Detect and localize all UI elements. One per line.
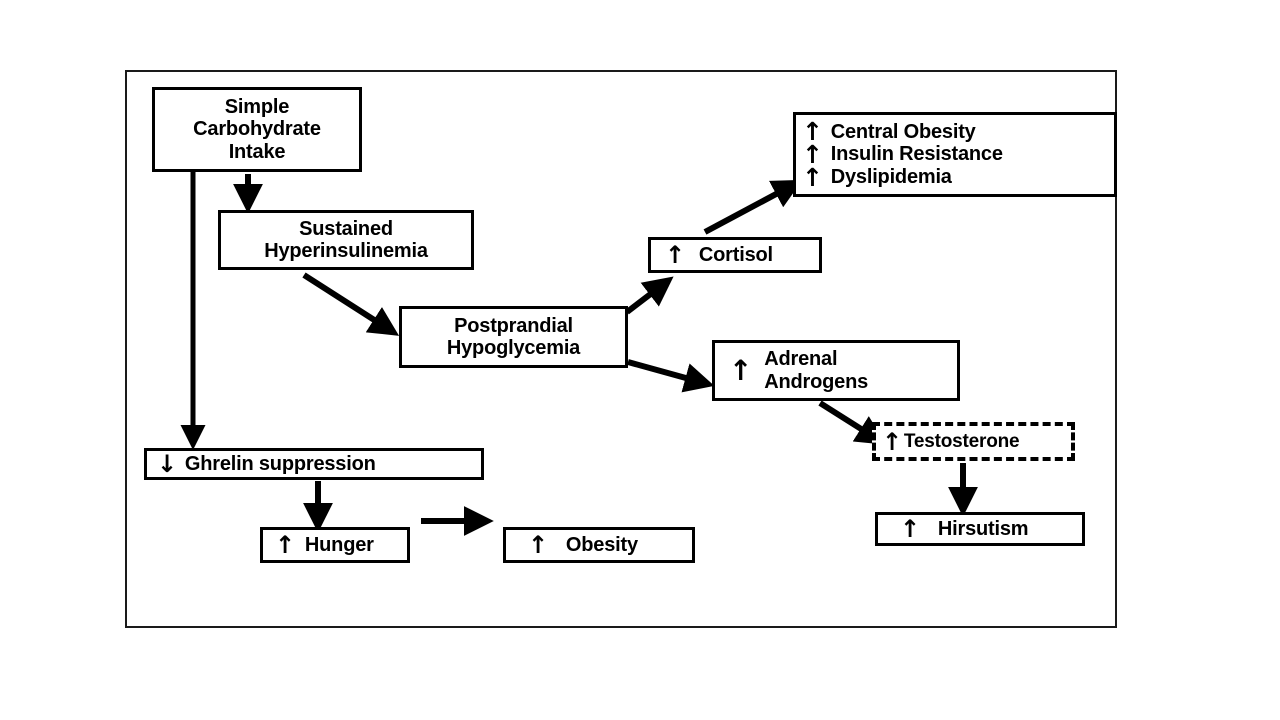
node-label: Hunger (304, 533, 374, 556)
up-arrow-icon: ↑ (275, 531, 295, 559)
node-sustained-hyperinsulinemia[interactable]: Sustained Hyperinsulinemia (218, 210, 474, 270)
node-label: Hirsutism (937, 517, 1029, 540)
up-arrow-stack-icon: ↑ ↑ ↑ (802, 117, 823, 192)
node-hirsutism[interactable]: ↑ Hirsutism (875, 512, 1085, 546)
up-arrow-icon: ↑ (528, 531, 548, 559)
node-testosterone[interactable]: ↑ Testosterone (872, 422, 1075, 461)
node-simple-carbohydrate-intake[interactable]: Simple Carbohydrate Intake (152, 87, 362, 172)
node-label: Central Obesity Insulin Resistance Dysli… (830, 120, 1003, 188)
node-postprandial-hypoglycemia[interactable]: Postprandial Hypoglycemia (399, 306, 628, 368)
up-arrow-icon-2: ↑ (802, 140, 823, 169)
node-label: Obesity (565, 533, 638, 556)
up-arrow-icon: ↑ (729, 353, 753, 387)
up-arrow-icon-1: ↑ (802, 117, 823, 146)
node-label: Cortisol (698, 243, 773, 266)
up-arrow-icon: ↑ (665, 241, 685, 269)
up-arrow-icon-3: ↑ (802, 163, 823, 192)
node-adrenal-androgens[interactable]: ↑ Adrenal Androgens (712, 340, 960, 401)
node-obesity[interactable]: ↑ Obesity (503, 527, 695, 563)
node-label: Ghrelin suppression (184, 452, 376, 475)
down-arrow-icon: ↓ (157, 450, 177, 478)
node-label: Postprandial Hypoglycemia (446, 314, 581, 359)
up-arrow-icon: ↑ (900, 515, 920, 543)
node-cortisol[interactable]: ↑ Cortisol (648, 237, 822, 273)
up-arrow-icon: ↑ (882, 427, 902, 456)
node-label: Simple Carbohydrate Intake (193, 95, 321, 163)
node-label: Adrenal Androgens (764, 348, 869, 393)
node-label: Sustained Hyperinsulinemia (264, 217, 428, 262)
node-hunger[interactable]: ↑ Hunger (260, 527, 410, 563)
node-ghrelin-suppression[interactable]: ↓ Ghrelin suppression (144, 448, 484, 480)
node-label: Testosterone (903, 430, 1020, 452)
node-central-obesity-insulin-resistance-dyslipidemia[interactable]: ↑ ↑ ↑ Central Obesity Insulin Resistance… (793, 112, 1117, 197)
